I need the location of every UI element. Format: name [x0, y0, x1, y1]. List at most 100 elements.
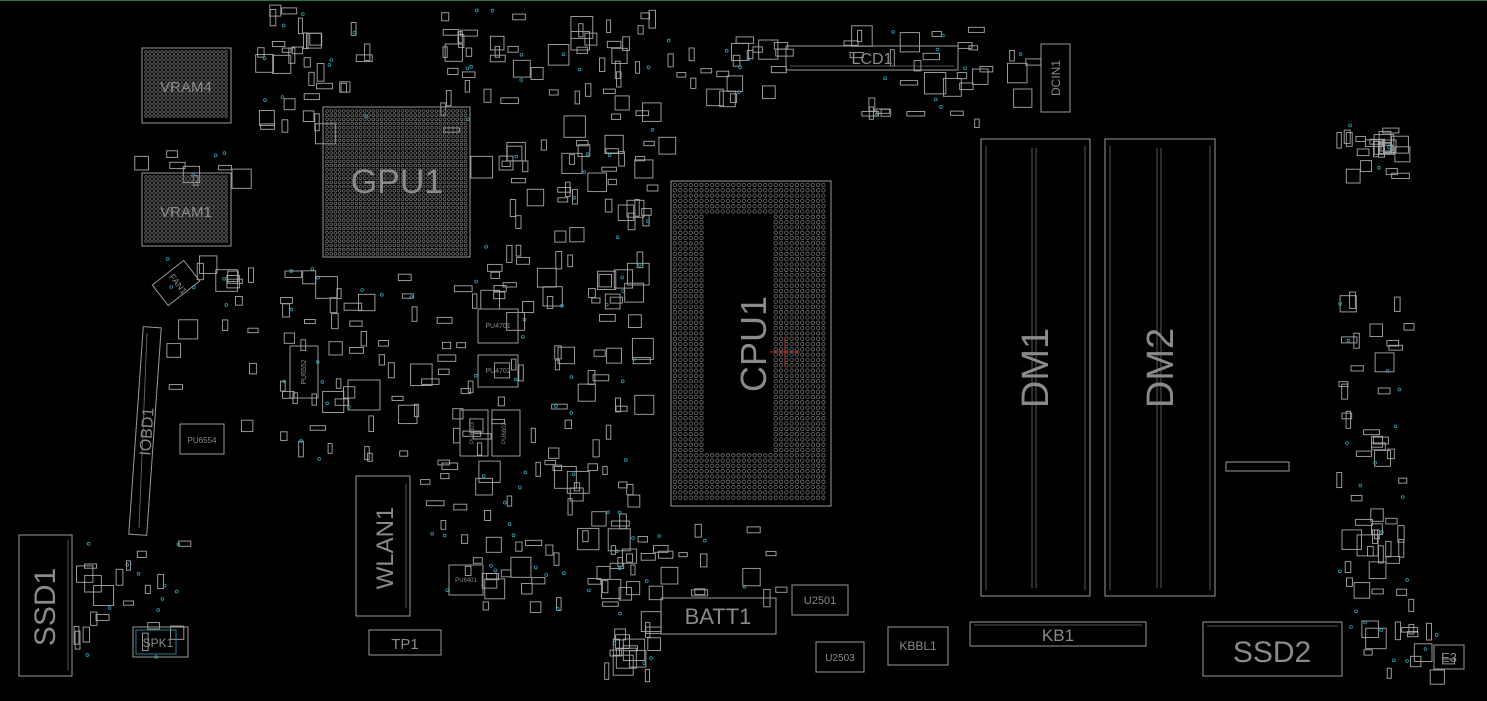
- component-wlan1[interactable]: WLAN1: [355, 475, 411, 617]
- bga-ball: [815, 416, 821, 421]
- bga-ball: [396, 163, 401, 168]
- component-cpu1[interactable]: CPU1: [670, 180, 832, 507]
- component-e3[interactable]: E3: [1433, 644, 1465, 670]
- bga-ball: [762, 453, 768, 458]
- bga-ball: [778, 400, 784, 405]
- bga-ball: [180, 106, 184, 110]
- bga-ball: [396, 214, 401, 218]
- component-u2501[interactable]: U2501: [791, 584, 849, 616]
- bga-ball: [678, 241, 683, 246]
- bga-ball: [342, 121, 346, 126]
- component-pu6554[interactable]: PU6554: [179, 423, 225, 455]
- bga-ball: [413, 147, 417, 151]
- bga-ball: [778, 389, 784, 394]
- smd-part: [95, 613, 110, 621]
- bga-ball: [216, 239, 220, 243]
- bga-ball: [683, 453, 688, 458]
- bga-ball: [367, 163, 371, 168]
- bga-ball: [409, 147, 413, 151]
- via: [169, 285, 174, 289]
- smd-part: [1385, 517, 1398, 525]
- bga-ball: [678, 389, 683, 394]
- bga-ball: [451, 155, 455, 159]
- component-pu6401[interactable]: PU6401: [448, 564, 484, 596]
- bga-ball: [204, 102, 208, 106]
- bga-ball: [417, 117, 422, 122]
- component-tp1[interactable]: TP1: [368, 629, 442, 656]
- bga-ball: [789, 251, 794, 257]
- smd-part: [1345, 410, 1352, 429]
- component-dcin1[interactable]: DCIN1: [1040, 43, 1071, 113]
- bga-ball: [430, 210, 434, 214]
- bga-ball: [188, 183, 192, 187]
- bga-ball: [346, 176, 350, 180]
- bga-ball: [715, 193, 720, 198]
- component-u2503[interactable]: U2503: [815, 641, 865, 673]
- component-lcd1[interactable]: LCD1: [785, 45, 959, 71]
- bga-ball: [358, 205, 363, 210]
- smd-part: [281, 7, 298, 15]
- bga-ball: [784, 225, 789, 230]
- component-ssd1[interactable]: SSD1: [18, 534, 73, 677]
- component-kbbl1[interactable]: KBBL1: [887, 626, 949, 666]
- bga-ball: [805, 267, 810, 272]
- component-dm2[interactable]: DM2: [1104, 138, 1216, 597]
- smd-part: [602, 601, 619, 607]
- component-vram4[interactable]: VRAM4: [141, 47, 232, 124]
- bga-ball: [794, 188, 800, 193]
- bga-ball: [392, 121, 396, 126]
- bga-ball: [778, 479, 784, 484]
- bga-ball: [709, 198, 715, 204]
- bga-ball: [784, 410, 789, 416]
- component-kb1[interactable]: KB1: [969, 621, 1147, 647]
- component-iobd1[interactable]: IOBD1: [128, 326, 162, 536]
- bga-ball: [752, 474, 757, 479]
- smd-part: [626, 553, 633, 563]
- bga-ball: [683, 209, 688, 214]
- bga-ball: [204, 74, 208, 78]
- bga-ball: [156, 62, 160, 66]
- bga-ball: [220, 74, 224, 78]
- bga-ball: [216, 227, 220, 231]
- component-pu6603[interactable]: [347, 379, 381, 411]
- component-ssd2[interactable]: SSD2: [1202, 621, 1343, 677]
- component-pu6602[interactable]: PU6603 PU6602: [459, 409, 521, 457]
- bga-ball: [180, 78, 184, 82]
- component-pu6552[interactable]: PU6552: [289, 345, 319, 399]
- bga-ball: [421, 247, 426, 252]
- bga-ball: [678, 230, 683, 235]
- via: [1354, 609, 1358, 614]
- bga-ball: [720, 453, 725, 458]
- bga-ball: [196, 110, 200, 114]
- component-pu4701[interactable]: PU4701: [477, 308, 519, 344]
- bga-ball: [463, 113, 468, 117]
- bga-ball: [694, 458, 699, 463]
- bga-ball: [204, 231, 208, 235]
- bga-ball: [773, 304, 778, 310]
- bga-ball: [672, 347, 678, 352]
- bga-ball: [699, 315, 704, 320]
- bga-ball: [350, 247, 354, 252]
- bga-ball: [810, 357, 815, 363]
- component-gpu1[interactable]: GPU1: [322, 106, 471, 258]
- bga-ball: [204, 86, 208, 90]
- via: [329, 58, 334, 62]
- bga-ball: [434, 163, 438, 168]
- bga-ball: [752, 458, 757, 463]
- component-spk1[interactable]: SPK1: [132, 626, 189, 658]
- smd-part: [548, 89, 559, 96]
- bga-ball: [794, 325, 800, 331]
- bga-ball: [694, 469, 699, 474]
- component-batt1[interactable]: BATT1: [660, 597, 777, 635]
- component-pu4702[interactable]: PU4702: [477, 354, 519, 388]
- bga-ball: [172, 183, 176, 187]
- bga-ball: [160, 199, 164, 203]
- bga-ball: [405, 155, 409, 159]
- smd-part: [634, 199, 640, 217]
- bga-ball: [821, 315, 826, 320]
- bga-ball: [683, 447, 688, 453]
- bga-ball: [346, 113, 350, 117]
- bga-ball: [720, 479, 725, 484]
- component-dm1[interactable]: DM1: [980, 138, 1091, 597]
- component-vram1[interactable]: VRAM1: [141, 172, 232, 247]
